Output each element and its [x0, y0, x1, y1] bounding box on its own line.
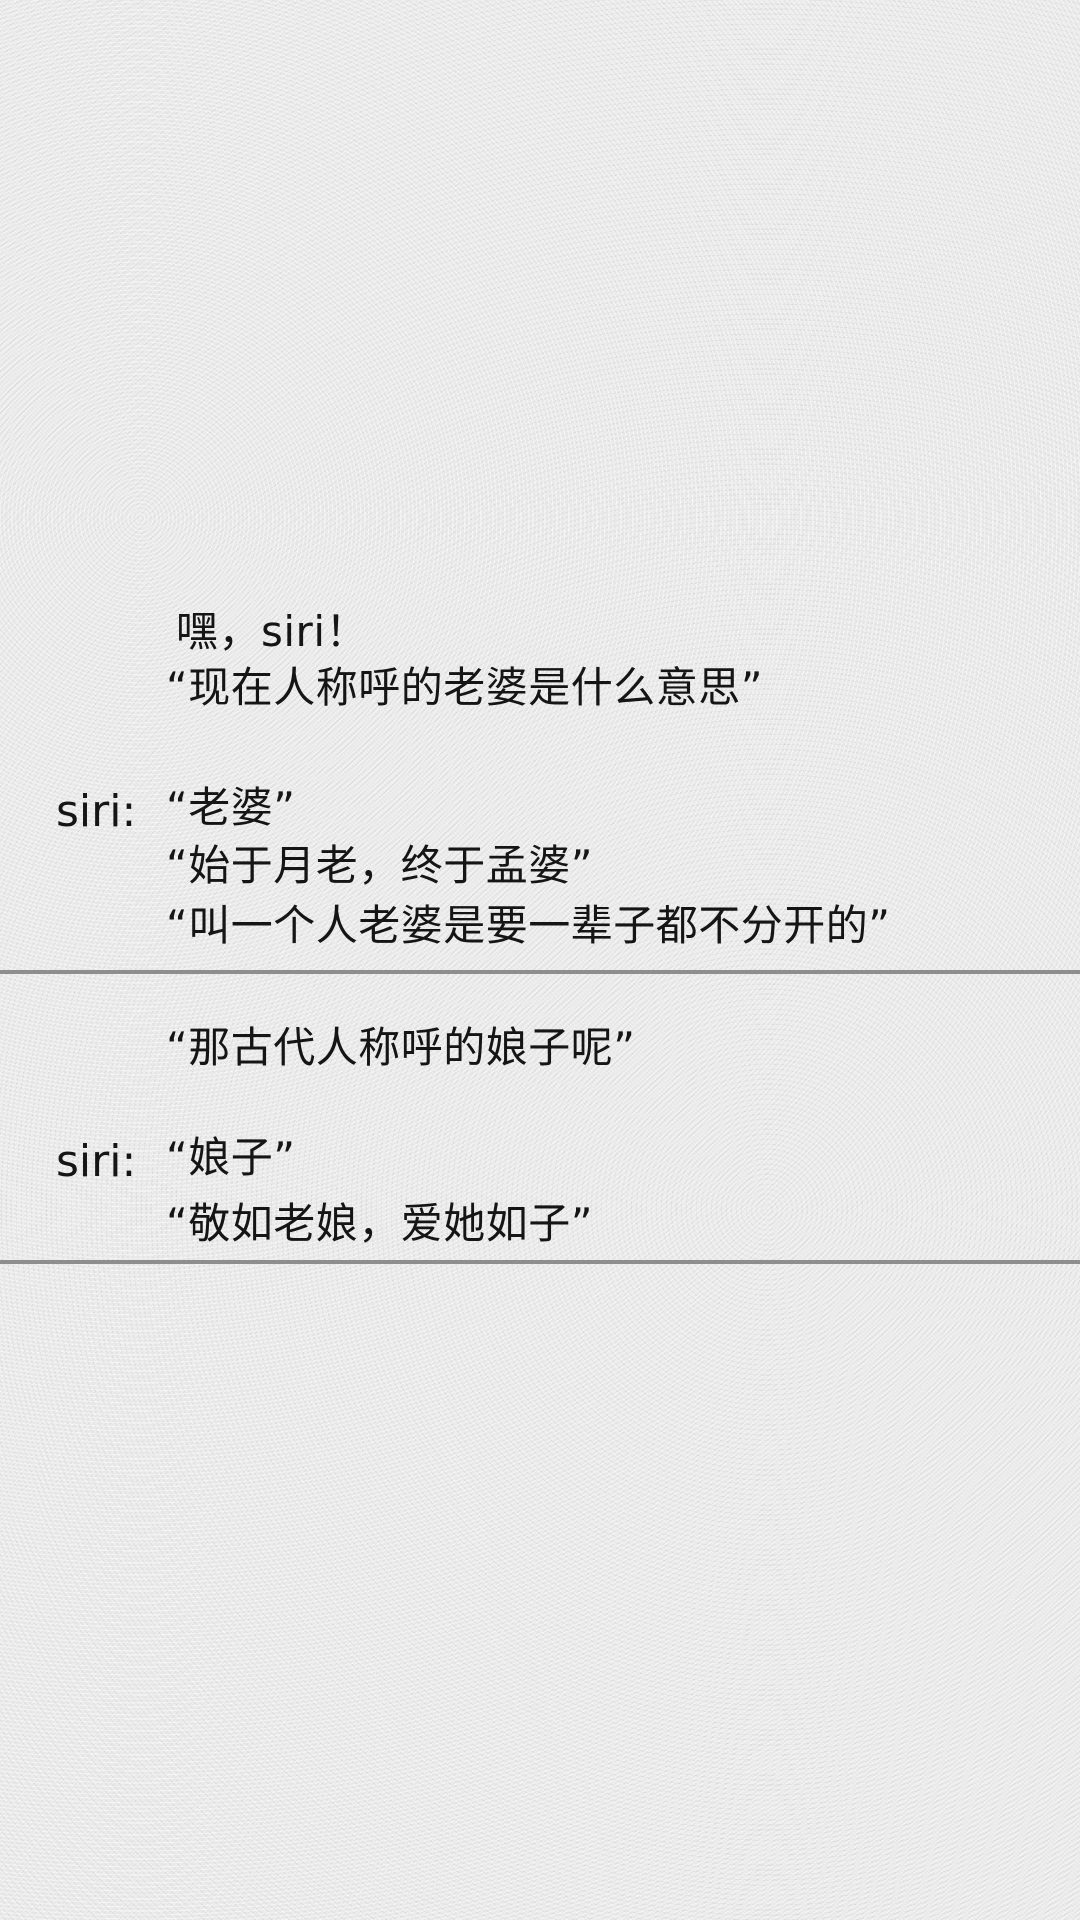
- siri-speaker-label: siri:: [56, 1136, 137, 1187]
- siri-reply-line: “始于月老，终于孟婆”: [166, 841, 594, 890]
- siri-reply-line: “娘子”: [166, 1133, 296, 1182]
- divider-line: [0, 1260, 1080, 1264]
- user-question: “现在人称呼的老婆是什么意思”: [166, 663, 764, 712]
- siri-speaker-label: siri:: [56, 786, 137, 837]
- siri-reply-line: “老婆”: [166, 783, 296, 832]
- siri-reply-line: “叫一个人老婆是要一辈子都不分开的”: [166, 901, 891, 950]
- user-greeting: 嘿，siri！: [176, 607, 368, 656]
- siri-reply-line: “敬如老娘，爱她如子”: [166, 1199, 594, 1248]
- divider-line: [0, 970, 1080, 974]
- user-question: “那古代人称呼的娘子呢”: [166, 1023, 636, 1072]
